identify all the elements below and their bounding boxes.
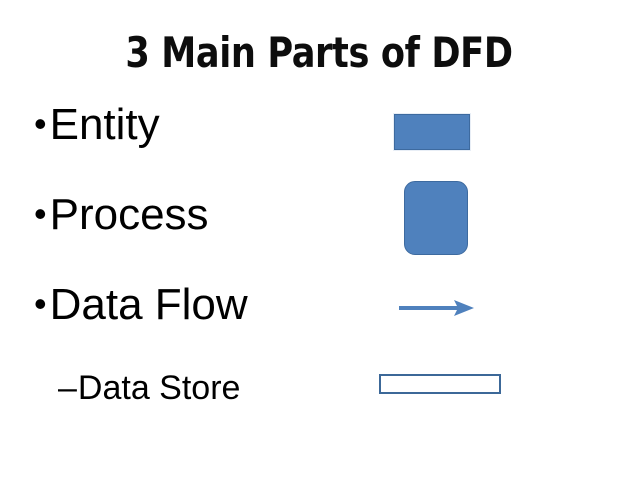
data-store-symbol[interactable] xyxy=(379,374,501,394)
arrow-head xyxy=(454,300,474,316)
bullet-dash-icon: – xyxy=(58,369,77,407)
page-title: 3 Main Parts of DFD xyxy=(125,28,513,77)
bullet-dot-icon: • xyxy=(34,283,47,324)
bullet-dot-icon: • xyxy=(34,103,47,144)
sub-list-item-label: Data Store xyxy=(77,369,241,407)
sub-list-item[interactable]: – Data Store xyxy=(58,366,374,410)
list-item-label: Data Flow xyxy=(49,280,248,329)
list-item[interactable]: • Process xyxy=(34,186,374,244)
process-symbol[interactable] xyxy=(404,181,468,255)
bullet-list: • Entity • Process • Data Flow – Data St… xyxy=(34,96,374,410)
list-item-label: Process xyxy=(49,190,209,239)
list-item[interactable]: • Data Flow xyxy=(34,276,374,334)
bullet-dot-icon: • xyxy=(34,193,47,234)
list-item-label: Entity xyxy=(49,100,160,149)
entity-symbol[interactable] xyxy=(394,114,470,150)
list-item[interactable]: • Entity xyxy=(34,96,374,154)
data-flow-arrow-icon[interactable] xyxy=(396,294,478,322)
